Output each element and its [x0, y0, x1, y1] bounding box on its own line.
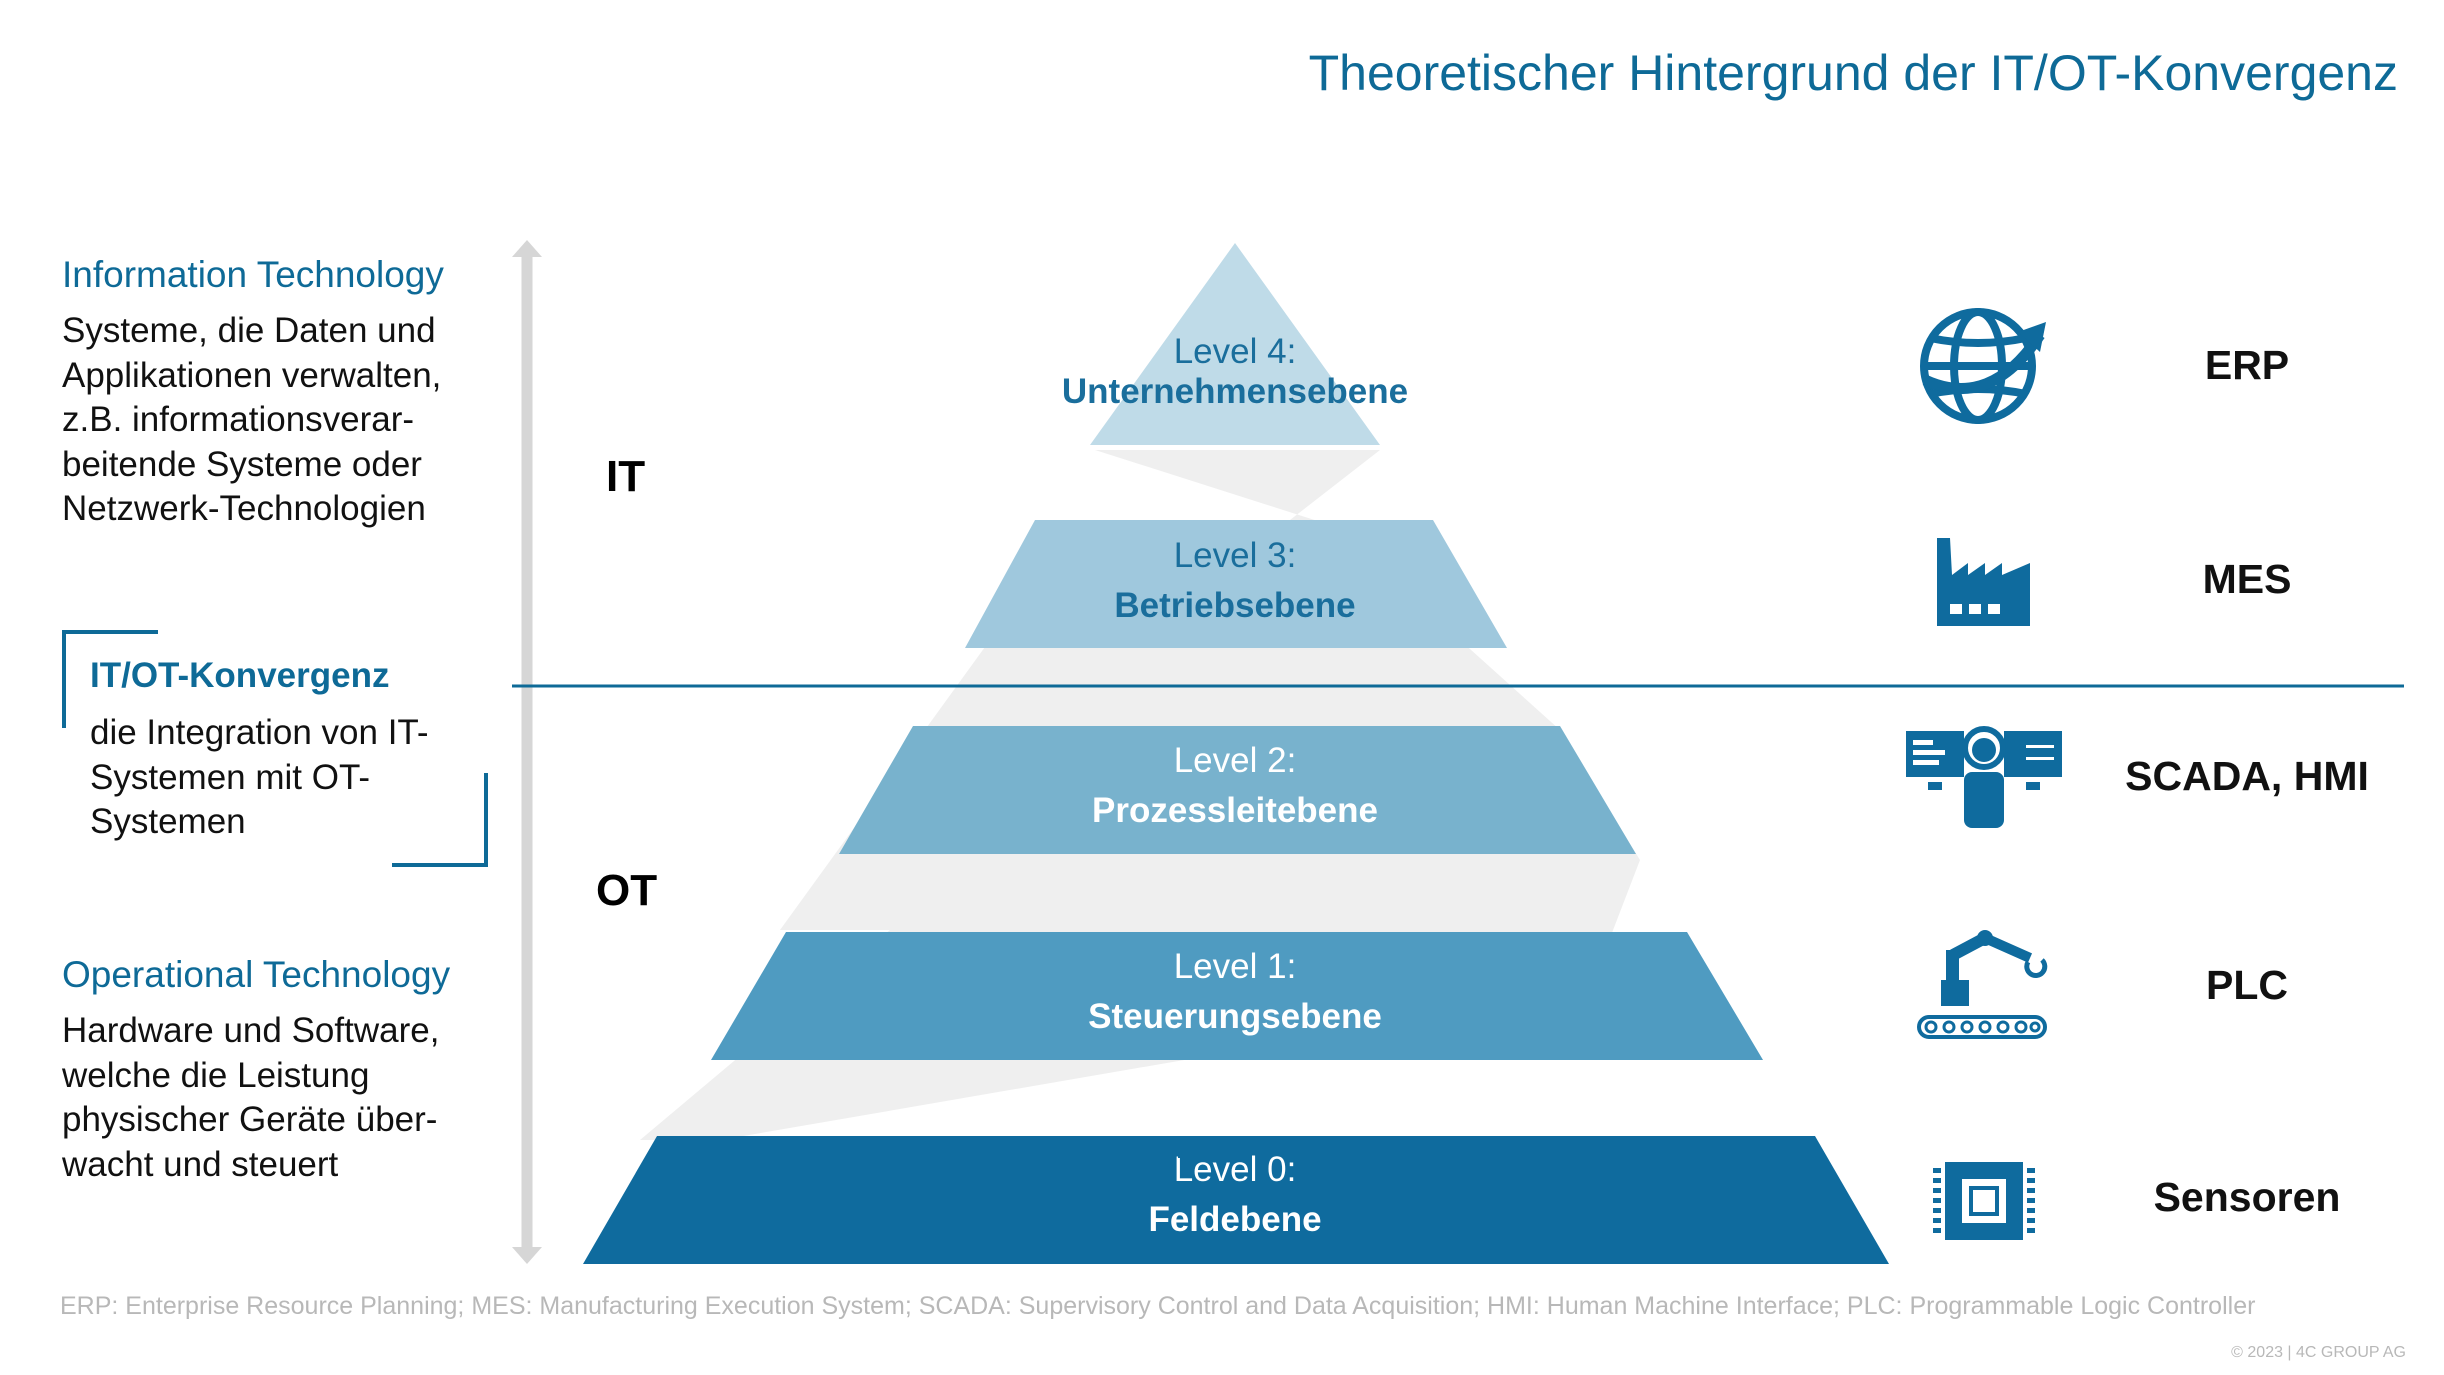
factory-icon — [1937, 538, 2030, 626]
vertical-axis-arrow — [512, 240, 542, 1264]
pyramid-level-1 — [711, 932, 1763, 1060]
chip-pin — [2027, 1198, 2035, 1203]
chip-pin — [1208, 1150, 1213, 1158]
ot-description-line: welche die Leistung — [62, 1055, 370, 1095]
level-3-label: Level 3: Betriebsebene — [935, 536, 1535, 626]
chip-pin — [1188, 1150, 1193, 1158]
pyramid-level-0 — [583, 1136, 1889, 1264]
ot-axis-label: OT — [596, 866, 658, 915]
convergence-description: die Integration von IT- Systemen mit OT-… — [90, 711, 429, 845]
level-number: Level 3: — [1173, 536, 1297, 575]
chip-pin — [1933, 1228, 1941, 1233]
pyramid-level-2 — [839, 726, 1636, 854]
level-name: Unternehmensebene — [1061, 372, 1409, 411]
it-description-line: Applikationen verwalten, — [62, 355, 442, 395]
chip-pin — [2027, 1188, 2035, 1193]
chip-pin — [1178, 1150, 1183, 1158]
level-name: Betriebsebene — [1114, 586, 1356, 625]
ot-heading: Operational Technology — [62, 954, 451, 995]
system-label-erp: ERP — [2204, 342, 2290, 388]
chip-pin — [1178, 1244, 1183, 1252]
ot-description-line: wacht und steuert — [62, 1144, 339, 1184]
abbreviation-footnote: ERP: Enterprise Resource Planning; MES: … — [60, 1292, 2256, 1320]
level-number: Level 0: — [1173, 1150, 1297, 1189]
chip-pin — [1228, 1244, 1233, 1252]
convergence-bracket-bottom — [392, 773, 488, 867]
it-description: Systeme, die Daten und Applikationen ver… — [62, 309, 441, 532]
it-heading: Information Technology — [62, 254, 444, 295]
convergence-description-line: die Integration von IT- — [90, 713, 429, 752]
convergence-heading: IT/OT-Konvergenz — [90, 656, 390, 695]
ot-description-line: Hardware und Software, — [62, 1011, 440, 1050]
system-label-scada-hmi: SCADA, HMI — [2125, 753, 2369, 799]
it-description-line: z.B. informationsverar- — [62, 400, 415, 439]
chip-pin — [1228, 1150, 1233, 1158]
level-number: Level 4: — [1173, 332, 1297, 371]
operator-screens-icon — [1906, 726, 2062, 828]
level-1-label: Level 1: Steuerungsebene — [935, 947, 1535, 1037]
chip-pin — [1218, 1244, 1223, 1252]
chip-pin — [1933, 1208, 1941, 1213]
copyright-notice: © 2023 | 4C GROUP AG — [2231, 1344, 2406, 1361]
ot-description: Hardware und Software, welche die Leistu… — [62, 1009, 439, 1187]
chip-pin — [1933, 1218, 1941, 1223]
page-title: Theoretischer Hintergrund der IT/OT-Konv… — [1308, 45, 2398, 101]
level-0-label: Level 0: Feldebene — [935, 1150, 1535, 1240]
it-axis-label: IT — [606, 452, 646, 501]
level-number: Level 2: — [1173, 741, 1297, 780]
chip-pin — [2027, 1218, 2035, 1223]
robot-arm-icon — [1917, 930, 2048, 1039]
convergence-description-line: Systemen mit OT- — [90, 757, 371, 797]
chip-pin — [1198, 1150, 1203, 1158]
pyramid-level-3 — [965, 520, 1507, 648]
chip-icon — [1168, 1150, 2035, 1252]
level-name: Prozessleitebene — [1092, 791, 1378, 830]
chip-pin — [2027, 1168, 2035, 1173]
system-label-sensoren: Sensoren — [2153, 1174, 2341, 1220]
level-number: Level 1: — [1173, 947, 1297, 986]
it-description-line: beitende Systeme oder — [62, 444, 422, 484]
level-name: Feldebene — [1148, 1200, 1322, 1239]
convergence-description-line: Systemen — [90, 802, 246, 841]
level-name: Steuerungsebene — [1088, 997, 1382, 1036]
ot-description-line: physischer Geräte über- — [62, 1100, 438, 1139]
chip-pin — [2027, 1228, 2035, 1233]
chip-pin — [1218, 1150, 1223, 1158]
level-2-label: Level 2: Prozessleitebene — [935, 741, 1535, 831]
chip-pin — [1188, 1244, 1193, 1252]
chip-pin — [1933, 1188, 1941, 1193]
chip-pin — [1198, 1244, 1203, 1252]
system-label-mes: MES — [2202, 556, 2292, 602]
it-description-line: Systeme, die Daten und — [62, 311, 436, 350]
convergence-bracket-top — [62, 630, 158, 728]
chip-pin — [2027, 1208, 2035, 1213]
chip-pin — [1168, 1244, 1173, 1252]
pyramid-level-4 — [1090, 243, 1380, 445]
chip-pin — [1208, 1244, 1213, 1252]
chip-pin — [2027, 1178, 2035, 1183]
system-label-plc: PLC — [2206, 962, 2288, 1008]
chip-pin — [1933, 1198, 1941, 1203]
chip-pin — [1933, 1178, 1941, 1183]
it-description-line: Netzwerk-Technologien — [62, 489, 426, 528]
chip-pin — [1933, 1168, 1941, 1173]
level-4-label: Level 4: Unternehmensebene — [935, 332, 1535, 412]
globe-arrow-icon — [1920, 308, 2046, 424]
chip-pin — [1168, 1150, 1173, 1158]
